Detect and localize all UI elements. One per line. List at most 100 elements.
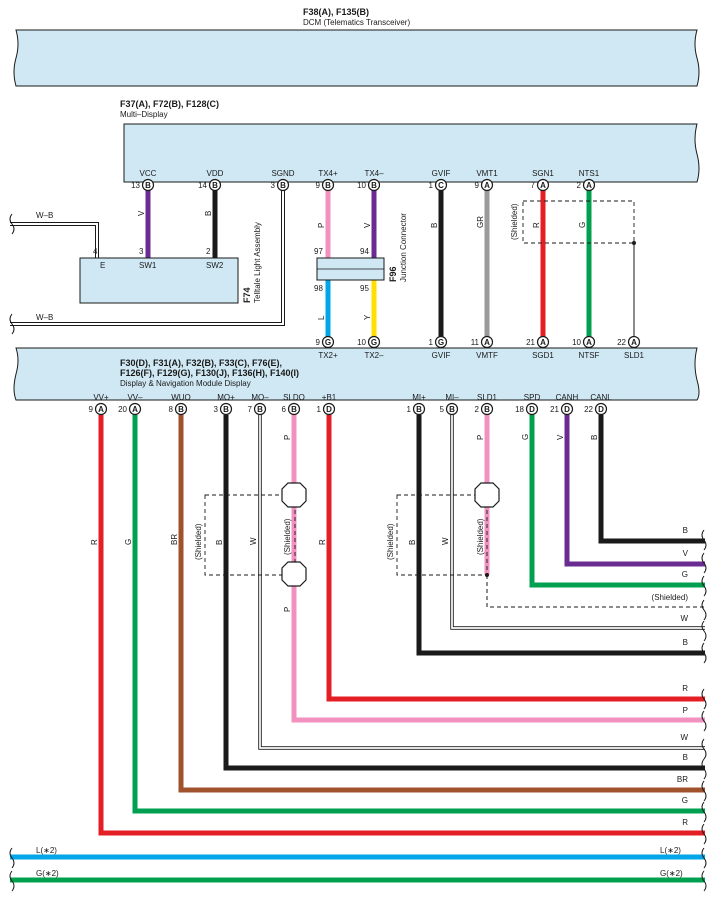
md-sgn1-pin-number: 7 [531,181,536,190]
bus-l-left: L(∗2) [36,846,57,855]
dnm-bot-sld1-pin-label: SLD1 [477,393,498,402]
dnm-top-gvif-conn-letter: G [438,338,444,347]
wire-label-vdd: B [204,211,213,216]
dnm-bot-sld1-pin-number: 2 [475,405,480,414]
wb-upper-label: W–B [36,211,53,220]
dcm-connector-label: F38(A), F135(B) [303,7,369,17]
junction-connector-label: F96 [388,266,398,282]
wire-label-nts1: G [578,222,587,228]
dnm-bot-spd-pin-label: SPD [524,393,541,402]
dnm-bot-sldo-conn-letter: B [291,405,297,414]
md-sgnd-pin-number: 3 [271,181,276,190]
md-tx4–-conn-letter: B [371,181,377,190]
dnm-top-tx2–-pin-number: 10 [357,338,366,347]
dnm-top-pins: G9TX2+G10TX2–G1GVIFA11VMTFA21SGD1A10NTSF… [316,335,645,360]
telltale-num-sw1: 3 [139,247,144,256]
multi-display-name-label: Multi–Display [120,110,168,119]
dnm-bot-vv–-conn-letter: A [132,405,138,414]
md-vcc-pin-label: VCC [140,169,157,178]
right-wire-label: R [682,684,688,693]
dnm-bot-sldo-pin: B6 SLDO [282,393,305,416]
dnm-bot-sldo-pin-number: 6 [282,405,287,414]
multi-display-connector-label: F37(A), F72(B), F128(C) [120,99,219,109]
telltale-pin-e: E [100,261,105,270]
wire-label-b1: R [318,539,327,545]
right-wire-label: R [682,818,688,827]
junction-name-label: Junction Connector [399,213,408,282]
right-wire-label: B [683,753,688,762]
md-sgn1-conn-letter: A [540,181,546,190]
shielded-label-mi: (Shielded) [386,523,395,560]
dnm-bot-mi+-conn-letter: B [416,405,422,414]
dnm-bot-mi–-pin-number: 5 [440,405,445,414]
dcm-box [13,29,700,87]
wire-label-vvp: R [90,539,99,545]
wire-label-canl: B [590,435,599,440]
md-vdd-pin-number: 14 [198,181,207,190]
telltale-pin-sw1: SW1 [139,261,157,270]
wire-label-mom: W [249,537,258,545]
dnm-top-tx2+-pin-number: 9 [316,338,321,347]
multi-display-box [123,123,700,183]
md-nts1-conn-letter: A [586,181,592,190]
right-wire-label: W [680,733,688,742]
dnm-bot-canh-pin-label: CANH [556,393,579,402]
upper-wires [10,190,636,340]
dnm-top-vmtf-pin-number: 11 [471,338,480,347]
dnm-bot-+b1-pin: D1+B1 [317,393,337,416]
dnm-box [13,347,700,401]
telltale-box [79,257,239,304]
md-tx4+-pin-label: TX4+ [318,169,338,178]
telltale-num-e: 4 [93,247,98,256]
md-sgnd-pin-label: SGND [271,169,294,178]
dnm-bot-vv–-pin-number: 20 [118,405,127,414]
md-tx4+-conn-letter: B [325,181,331,190]
dnm-bot-+b1-pin-number: 1 [317,405,322,414]
right-wire-label: P [683,706,688,715]
right-wire-label: W [680,614,688,623]
dnm-bot-wuo-pin-number: 8 [169,405,174,414]
md-tx4–-pin-number: 10 [357,181,366,190]
telltale-connector-label: F74 [242,287,252,303]
dnm-connector-line2: F126(F), F129(G), F130(J), F136(H), F140… [120,368,299,378]
md-sgn1-pin-label: SGN1 [532,169,554,178]
dnm-top-sgd1-pin-number: 21 [526,338,535,347]
dnm-bot-vv–-pin-label: VV– [127,393,143,402]
dnm-top-ntsf-pin-number: 10 [572,338,581,347]
dnm-bot-wuo-pin-label: WUO [171,393,191,402]
wire-label-sgn1: R [532,222,541,228]
right-wire-label: B [683,638,688,647]
bus-g-left: G(∗2) [36,869,59,878]
dnm-bot-vv+-conn-letter: A [98,405,104,414]
dnm-bot-vv+-pin-label: VV+ [93,393,109,402]
dnm-bot-vv+-pin-number: 9 [89,405,94,414]
md-vdd-pin-label: VDD [207,169,224,178]
dnm-bot-mo–-pin-label: MO– [251,393,269,402]
md-vmt1-pin-label: VMT1 [476,169,498,178]
right-wire-label: G [682,570,688,579]
dnm-bot-mo–-conn-letter: B [257,405,263,414]
wire-label-mip: B [408,540,417,545]
right-wire-label: G [682,796,688,805]
dnm-bot-mi–-pin-label: MI– [445,393,459,402]
telltale-pin-sw2: SW2 [206,261,224,270]
dnm-bot-sldo-pin-label: SLDO [283,393,305,402]
md-sgn1-pin: A7 SGN1 [531,169,554,192]
dnm-top-tx2+-conn-letter: G [325,338,331,347]
bus-l-right: L(∗2) [660,846,681,855]
wire-label-vcc: V [137,210,146,216]
